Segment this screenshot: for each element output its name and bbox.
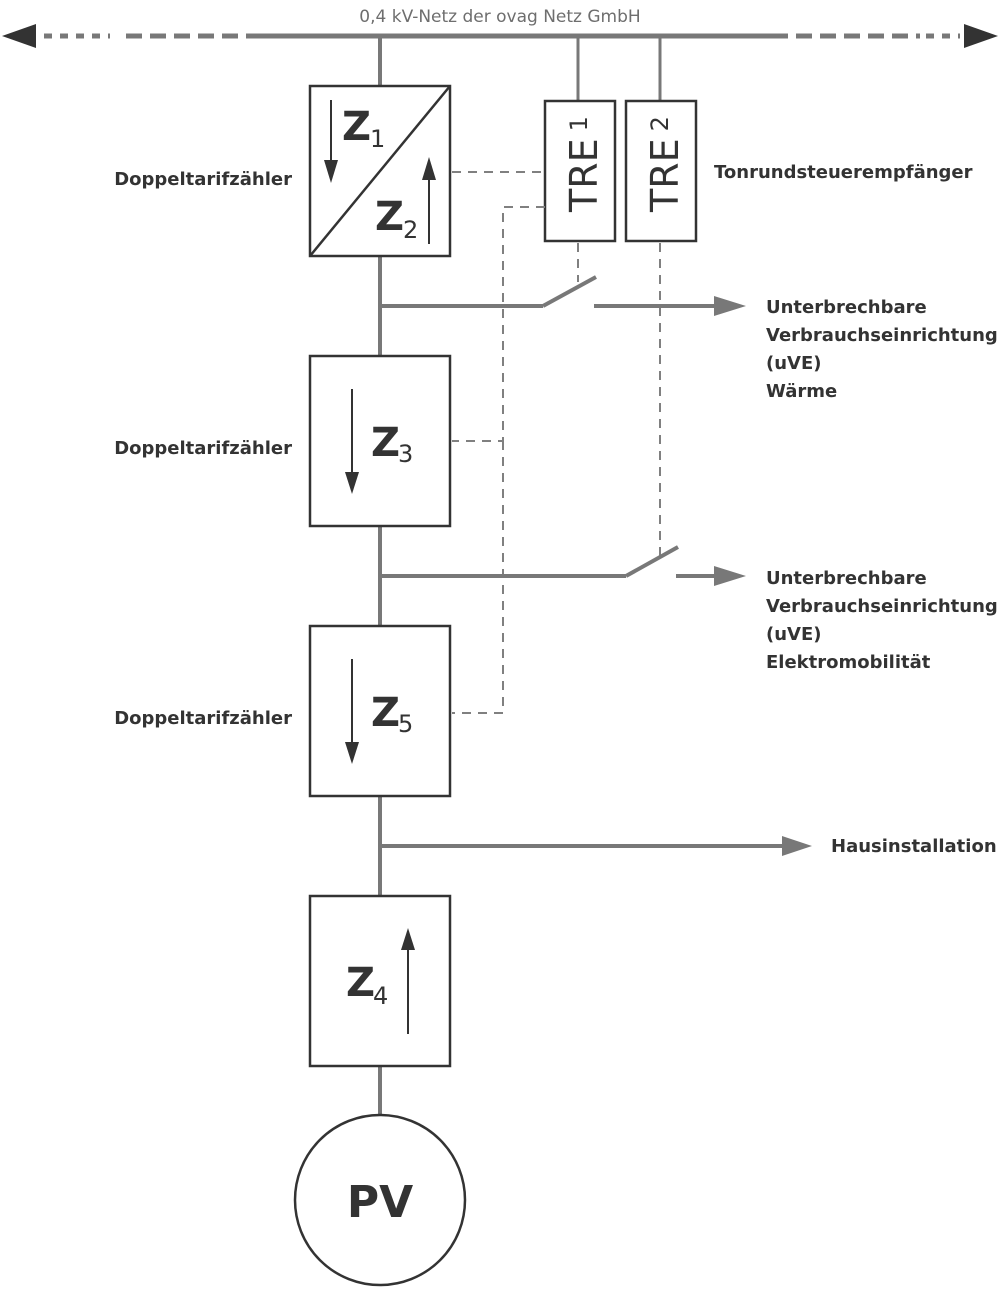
z2-letter: Z xyxy=(375,194,404,240)
label-tonrundsteuerempfaenger: Tonrundsteuerempfänger xyxy=(714,162,973,183)
switch-2 xyxy=(625,545,679,578)
z1-letter: Z xyxy=(342,104,371,150)
z2-index: 2 xyxy=(403,216,418,244)
z5-arrowhead-icon xyxy=(345,742,359,764)
meter-z4: Z 4 xyxy=(308,894,452,1068)
pv-label: PV xyxy=(347,1177,413,1228)
tre1-index: 1 xyxy=(565,116,593,131)
z3-arrowhead-icon xyxy=(345,472,359,494)
network-bus: 0,4 kV-Netz der ovag Netz GmbH xyxy=(2,7,998,48)
z5-letter: Z xyxy=(371,690,400,736)
label-doppeltarif-2: Doppeltarifzähler xyxy=(114,438,292,459)
bus-left-arrow-icon xyxy=(2,24,36,48)
branch-uve-waerme: Unterbrechbare Verbrauchseinrichtung (uV… xyxy=(380,275,998,402)
label-doppeltarif-3: Doppeltarifzähler xyxy=(114,708,292,729)
receiver-tre2: TRE 2 xyxy=(624,99,698,243)
meter-divider xyxy=(309,85,451,257)
tre2-text: TRE 2 xyxy=(643,116,687,213)
meter-z1-z2: Z 1 Z 2 xyxy=(308,84,452,258)
meter-z5: Z 5 xyxy=(308,624,452,798)
pv-source: PV xyxy=(293,1113,467,1287)
bus-right-arrow-icon xyxy=(964,24,998,48)
uve-emob-line3: (uVE) xyxy=(766,624,822,645)
control-tre1-z3 xyxy=(452,206,545,442)
uve-emob-line2: Verbrauchseinrichtung xyxy=(766,596,998,617)
tre1-label: TRE xyxy=(562,138,606,213)
control-tre1-z5 xyxy=(452,441,504,714)
tre1-text: TRE 1 xyxy=(562,116,606,213)
meter-z3-box xyxy=(308,354,452,528)
z4-index: 4 xyxy=(373,982,388,1010)
tre2-box xyxy=(624,99,698,243)
branch1-arrow-icon xyxy=(714,296,746,316)
meter-z4-box xyxy=(308,894,452,1068)
z4-letter: Z xyxy=(346,960,375,1006)
switch-1 xyxy=(542,275,597,308)
tre2-index: 2 xyxy=(646,116,674,131)
label-hausinstallation: Hausinstallation xyxy=(831,836,997,857)
uve-waerme-line2: Verbrauchseinrichtung xyxy=(766,325,998,346)
z3-letter: Z xyxy=(371,420,400,466)
receiver-tre1: TRE 1 xyxy=(543,99,617,243)
z3-index: 3 xyxy=(398,440,413,468)
z4-arrowhead-icon xyxy=(401,928,415,950)
branch-uve-emob: Unterbrechbare Verbrauchseinrichtung (uV… xyxy=(380,545,998,673)
tre2-label: TRE xyxy=(643,138,687,213)
z5-index: 5 xyxy=(398,710,413,738)
uve-emob-line4: Elektromobilität xyxy=(766,652,931,673)
z1-index: 1 xyxy=(370,125,385,153)
uve-emob-line1: Unterbrechbare xyxy=(766,568,927,589)
uve-waerme-line4: Wärme xyxy=(766,381,837,402)
z2-arrowhead-icon xyxy=(422,157,436,180)
uve-waerme-line3: (uVE) xyxy=(766,353,822,374)
branch-hausinstallation: Hausinstallation xyxy=(380,836,997,857)
network-title: 0,4 kV-Netz der ovag Netz GmbH xyxy=(359,7,640,27)
label-doppeltarif-1: Doppeltarifzähler xyxy=(114,169,292,190)
meter-z5-box xyxy=(308,624,452,798)
branch3-arrow-icon xyxy=(782,836,812,856)
z1-arrowhead-icon xyxy=(324,160,338,183)
branch2-arrow-icon xyxy=(714,566,746,586)
pv-circle xyxy=(293,1113,467,1287)
uve-waerme-line1: Unterbrechbare xyxy=(766,297,927,318)
tre1-box xyxy=(543,99,617,243)
meter-z3: Z 3 xyxy=(308,354,452,528)
